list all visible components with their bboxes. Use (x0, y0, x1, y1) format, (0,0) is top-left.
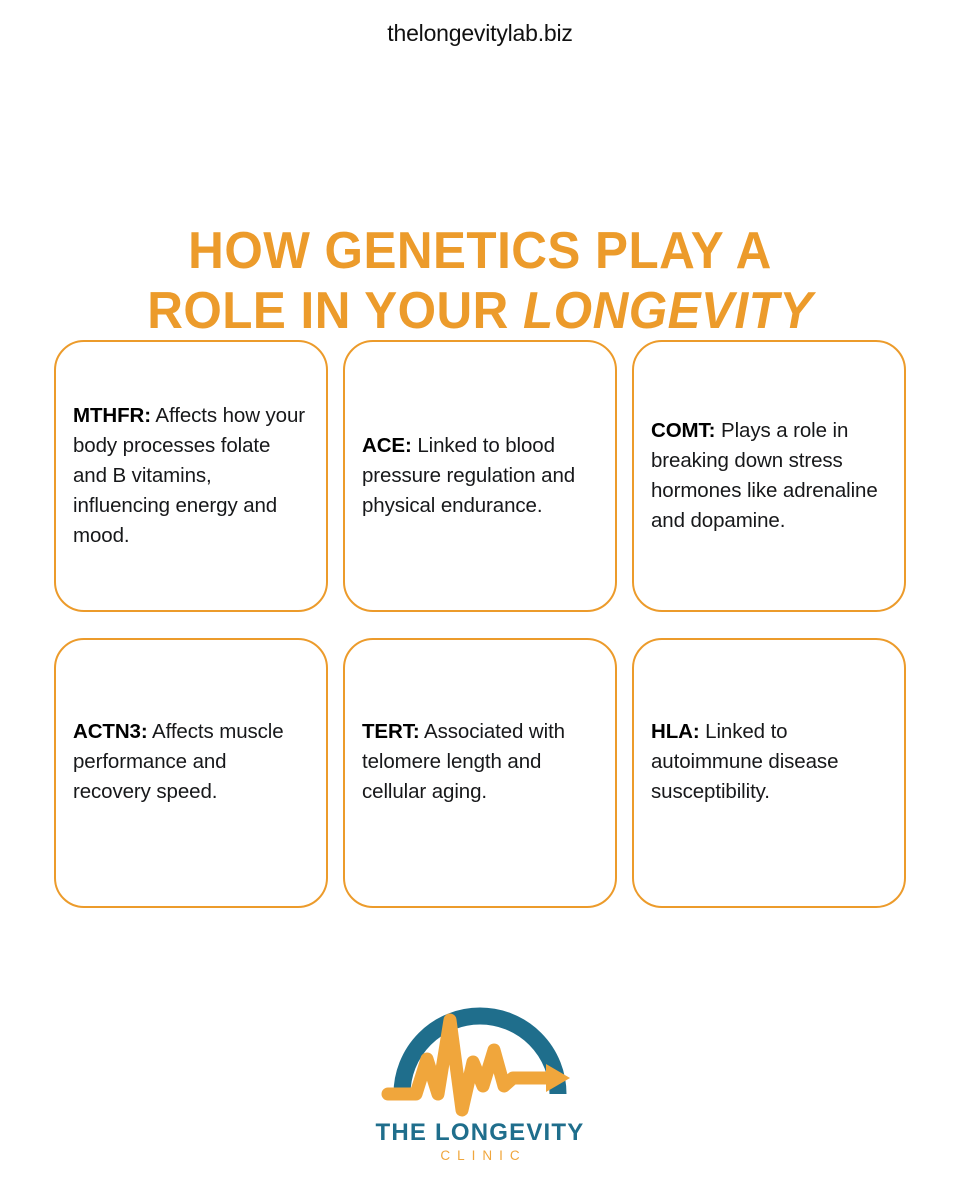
gene-name: TERT: (362, 719, 420, 743)
gene-name: HLA: (651, 719, 700, 743)
page-title: HOW GENETICS PLAY A ROLE IN YOUR LONGEVI… (60, 225, 900, 337)
site-handle: thelongevitylab.biz (387, 20, 573, 46)
gene-card-text: TERT: Associated with telomere length an… (362, 717, 598, 807)
gene-card-text: MTHFR: Affects how your body processes f… (73, 401, 309, 552)
page-title-line-2: ROLE IN YOUR LONGEVITY (81, 285, 879, 337)
gene-description: Affects how your body processes folate a… (73, 403, 306, 548)
logo: THE LONGEVITY CLINIC (0, 1006, 960, 1163)
gene-name: MTHFR: (73, 403, 151, 427)
gene-card-text: HLA: Linked to autoimmune disease suscep… (651, 717, 887, 807)
gene-card-ace: ACE: Linked to blood pressure regulation… (343, 340, 617, 612)
gene-card-actn3: ACTN3: Affects muscle performance and re… (54, 638, 328, 908)
gene-card-comt: COMT: Plays a role in breaking down stre… (632, 340, 906, 612)
page-title-emphasis: LONGEVITY (523, 281, 813, 340)
gene-name: ACTN3: (73, 719, 148, 743)
heartbeat-arc-arrow-icon (381, 1007, 570, 1117)
gene-card-tert: TERT: Associated with telomere length an… (343, 638, 617, 908)
gene-card-text: COMT: Plays a role in breaking down stre… (651, 416, 887, 537)
gene-name: ACE: (362, 433, 412, 457)
gene-description: Associated with telomere length and cell… (362, 719, 565, 803)
gene-card-text: ACTN3: Affects muscle performance and re… (73, 717, 309, 807)
page-title-line-1: HOW GENETICS PLAY A (188, 221, 772, 280)
gene-card-text: ACE: Linked to blood pressure regulation… (362, 431, 598, 521)
gene-card-grid: MTHFR: Affects how your body processes f… (54, 340, 906, 908)
page-title-line-2-prefix: ROLE IN YOUR (147, 281, 524, 340)
gene-description: Affects muscle performance and recovery … (73, 719, 284, 803)
gene-description: Linked to autoimmune disease susceptibil… (651, 719, 839, 803)
gene-card-mthfr: MTHFR: Affects how your body processes f… (54, 340, 328, 612)
gene-name: COMT: (651, 418, 716, 442)
logo-subtitle: CLINIC (440, 1148, 527, 1164)
gene-description: Linked to blood pressure regulation and … (362, 433, 576, 518)
gene-description: Plays a role in breaking down stress hor… (651, 418, 878, 533)
logo-wordmark: THE LONGEVITY (375, 1119, 585, 1146)
gene-card-hla: HLA: Linked to autoimmune disease suscep… (632, 638, 906, 908)
